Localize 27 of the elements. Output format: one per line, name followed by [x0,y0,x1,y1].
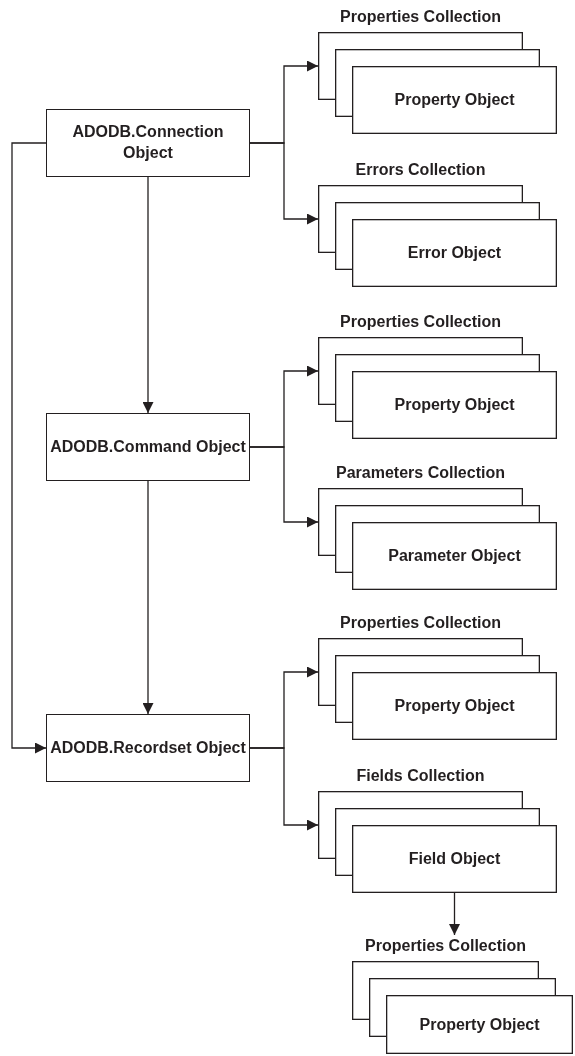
collection-heading: Properties Collection [339,8,502,26]
object-box [46,413,250,481]
arrow [142,176,154,414]
collection-heading: Properties Collection [339,313,502,331]
collection-heading: Fields Collection [355,767,486,785]
object-label: ADODB.Command Object [50,436,246,457]
object-label: Field Object [407,849,502,869]
object-label: Property Object [393,395,516,415]
collection-heading: Properties Collection [364,937,527,955]
arrow [249,142,319,225]
object-box [46,109,250,177]
object-box [46,714,250,782]
object-label: Property Object [418,1014,541,1035]
arrow [449,892,460,936]
object-label: Property Object [393,696,516,716]
arrow [142,480,154,715]
object-label: Parameter Object [387,546,522,566]
arrow [249,747,319,831]
object-label: Property Object [393,90,516,110]
collection-heading: Properties Collection [339,614,502,632]
arrow [11,142,47,754]
object-label: ADODB.Connection Object [71,122,225,163]
collection-heading: Errors Collection [354,161,487,179]
object-label: ADODB.Recordset Object [50,737,246,758]
object-label: Error Object [406,243,503,263]
collection-heading: Parameters Collection [335,464,506,482]
arrow [249,446,319,528]
